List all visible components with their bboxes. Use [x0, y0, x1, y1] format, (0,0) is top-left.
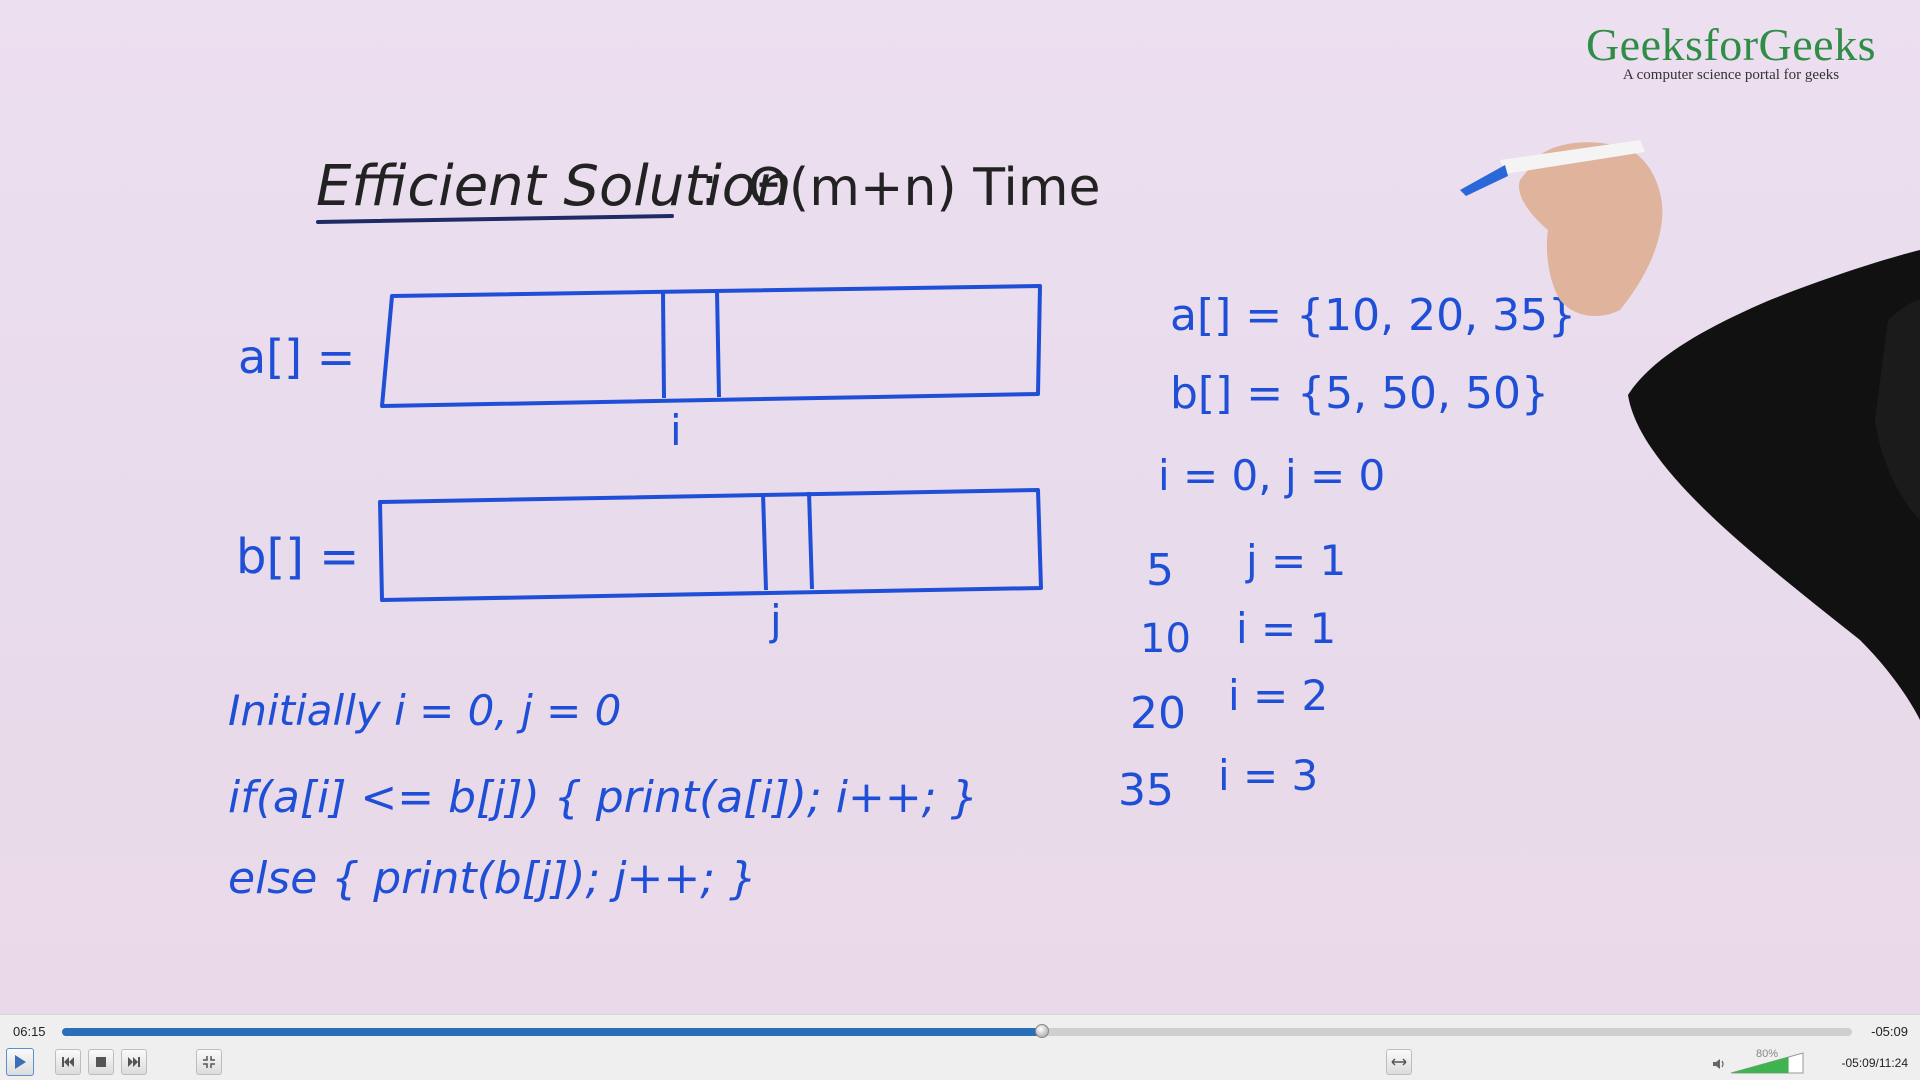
presenter-silhouette: [1460, 140, 1920, 720]
line-initially: Initially i = 0, j = 0: [228, 686, 621, 735]
speaker-icon[interactable]: [1712, 1058, 1726, 1070]
volume-slider-fill: [1731, 1057, 1789, 1073]
seek-bar-progress: [62, 1028, 1042, 1036]
stop-icon: [96, 1057, 106, 1067]
heading-right: Θ(m+n) Time: [748, 158, 1100, 218]
whiteboard: Efficient Solution : Θ(m+n) Time a[] = i…: [228, 140, 1920, 904]
volume-percentage: 80%: [1756, 1048, 1779, 1060]
play-icon: [15, 1055, 26, 1069]
volume-control[interactable]: 80%: [1712, 1048, 1808, 1076]
fullscreen-toggle-icon: [203, 1056, 215, 1068]
previous-button[interactable]: [55, 1049, 81, 1075]
trace-step-3: i = 2: [1228, 671, 1328, 720]
trace-step-4: i = 3: [1218, 751, 1318, 800]
skip-next-icon: [128, 1057, 140, 1067]
aspect-ratio-button[interactable]: [1386, 1049, 1412, 1075]
array-b-divider-1: [761, 492, 768, 591]
line-else: else { print(b[j]); j++; }: [228, 853, 757, 904]
watermark-logo: GeeksforGeeks A computer science portal …: [1586, 18, 1876, 84]
array-a-label: a[] =: [238, 330, 355, 384]
pointer-i: i: [670, 406, 682, 455]
array-b-box: [378, 488, 1043, 602]
heading-underline: [316, 214, 674, 224]
heading-left: Efficient Solution: [316, 154, 792, 219]
remaining-time: -05:09: [1871, 1024, 1908, 1039]
play-button[interactable]: [6, 1048, 34, 1076]
time-remaining-total: -05:09/11:24: [1841, 1056, 1909, 1070]
watermark-subtitle: A computer science portal for geeks: [1622, 67, 1840, 83]
aspect-ratio-icon: [1391, 1058, 1407, 1066]
heading-colon: :: [700, 154, 719, 219]
volume-slider[interactable]: [1730, 1052, 1804, 1074]
video-frame[interactable]: Efficient Solution : Θ(m+n) Time a[] = i…: [0, 0, 1920, 1014]
seek-bar-thumb[interactable]: [1034, 1024, 1049, 1038]
fullscreen-toggle-button[interactable]: [196, 1049, 222, 1075]
array-a-box: [380, 284, 1042, 408]
trace-value-1: 5: [1146, 545, 1174, 596]
trace-step-1: j = 1: [1245, 536, 1346, 585]
seek-bar[interactable]: [62, 1024, 1852, 1038]
pointer-j: j: [769, 596, 782, 645]
example-a: a[] = {10, 20, 35}: [1170, 290, 1576, 341]
player-controls: 06:15 -05:09: [0, 1014, 1920, 1080]
array-a-divider-2: [715, 290, 721, 398]
skip-previous-icon: [62, 1057, 74, 1067]
array-b-divider-2: [807, 491, 814, 590]
trace-value-4: 35: [1118, 765, 1174, 816]
stop-button[interactable]: [88, 1049, 114, 1075]
array-a-divider-1: [661, 291, 666, 399]
trace-value-3: 20: [1130, 688, 1186, 739]
line-if: if(a[i] <= b[j]) { print(a[i]); i++; }: [228, 772, 979, 823]
example-b: b[] = {5, 50, 50}: [1170, 368, 1549, 419]
trace-value-2: 10: [1140, 616, 1191, 662]
array-b-label: b[] =: [236, 529, 359, 585]
watermark-title: GeeksforGeeks: [1585, 19, 1876, 70]
trace-step-2: i = 1: [1236, 604, 1336, 653]
elapsed-time: 06:15: [13, 1024, 46, 1039]
example-init: i = 0, j = 0: [1158, 451, 1385, 500]
next-button[interactable]: [121, 1049, 147, 1075]
